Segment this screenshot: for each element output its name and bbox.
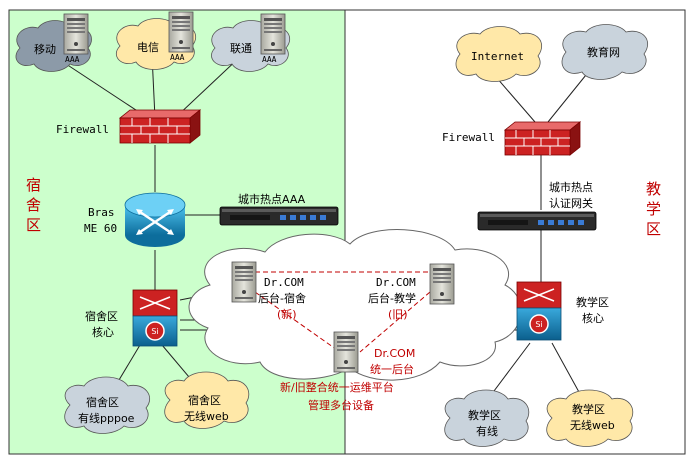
management-links <box>254 271 431 353</box>
internet-cloud <box>455 26 543 82</box>
edu-label: 教育网 <box>587 45 620 59</box>
internet-label: Internet <box>471 50 524 63</box>
right-firewall-label: Firewall <box>442 131 495 144</box>
bras-router-icon <box>124 192 186 247</box>
drcom-dorm-label-line3: (新) <box>277 307 297 321</box>
teach-wired-cloud <box>444 389 530 447</box>
city-gateway-label-line2: 认证网关 <box>549 196 593 210</box>
dorm-zone-label: 宿舍区 <box>26 176 41 234</box>
teach-wired-label-line1: 教学区 <box>468 408 501 422</box>
telecom-aaa-label: AAA <box>170 53 185 62</box>
telecom-aaa-server-icon <box>168 11 194 53</box>
city-gateway-label-line1: 城市热点 <box>549 180 593 194</box>
teach-wired-label-line2: 有线 <box>476 424 498 438</box>
drcom-teach-label-line1: Dr.COM <box>376 276 416 289</box>
teach-core-switch-icon: Si <box>516 281 562 341</box>
drcom-unified-label-line1: Dr.COM <box>374 347 415 360</box>
city-hotspot-aaa-device-icon <box>219 206 339 226</box>
bras-label-line1: Bras <box>88 206 115 219</box>
teach-wifi-label-line2: 无线web <box>570 418 615 432</box>
city-hotspot-aaa-label: 城市热点AAA <box>238 192 306 206</box>
drcom-unified-label-line2: 统一后台 <box>370 362 414 376</box>
unicom-aaa-server-icon <box>260 13 286 55</box>
platform-note-line1: 新/旧整合统一运维平台 <box>280 380 394 394</box>
dorm-wired-label-line1: 宿舍区 <box>86 395 119 409</box>
dorm-core-label-line2: 核心 <box>92 325 114 339</box>
teach-wifi-cloud <box>546 389 634 447</box>
dorm-wifi-cloud <box>164 371 250 429</box>
unicom-label: 联通 <box>230 42 252 55</box>
telecom-label: 电信 <box>137 41 159 54</box>
city-gateway-device-icon <box>477 211 597 231</box>
dorm-wired-label-line2: 有线pppoe <box>78 411 135 425</box>
teach-core-label-line1: 教学区 <box>576 295 609 309</box>
teach-core-label-line2: 核心 <box>582 311 604 325</box>
drcom-dorm-label-line1: Dr.COM <box>264 276 304 289</box>
dorm-wifi-label-line2: 无线web <box>184 409 229 423</box>
dorm-wired-cloud <box>64 376 151 434</box>
right-firewall-icon <box>503 121 582 156</box>
mobile-aaa-label: AAA <box>65 55 80 64</box>
platform-note-line2: 管理多台设备 <box>308 398 374 412</box>
svg-text:Si: Si <box>151 327 158 336</box>
drcom-teach-label-line2: 后台-教学 <box>368 291 416 305</box>
drcom-teach-label-line3: (旧) <box>388 308 408 321</box>
bras-label-line2: ME 60 <box>84 222 117 235</box>
drcom-teach-server-icon <box>429 263 455 305</box>
mobile-label: 移动 <box>34 43 56 56</box>
unicom-aaa-label: AAA <box>262 55 277 64</box>
teach-zone-label: 教学区 <box>646 180 661 238</box>
drcom-dorm-label-line2: 后台-宿舍 <box>258 291 306 305</box>
dorm-core-switch-icon: Si <box>132 289 178 347</box>
mobile-aaa-server-icon <box>63 13 89 55</box>
drcom-unified-server-icon <box>333 331 359 373</box>
svg-text:Si: Si <box>535 320 542 329</box>
edu-cloud <box>561 24 649 80</box>
teach-wifi-label-line1: 教学区 <box>572 402 605 416</box>
left-firewall-label: Firewall <box>56 123 109 136</box>
dorm-core-label-line1: 宿舍区 <box>85 309 118 323</box>
dorm-wifi-label-line1: 宿舍区 <box>188 393 221 407</box>
left-firewall-icon <box>118 109 202 144</box>
drcom-dorm-server-icon <box>231 261 257 303</box>
